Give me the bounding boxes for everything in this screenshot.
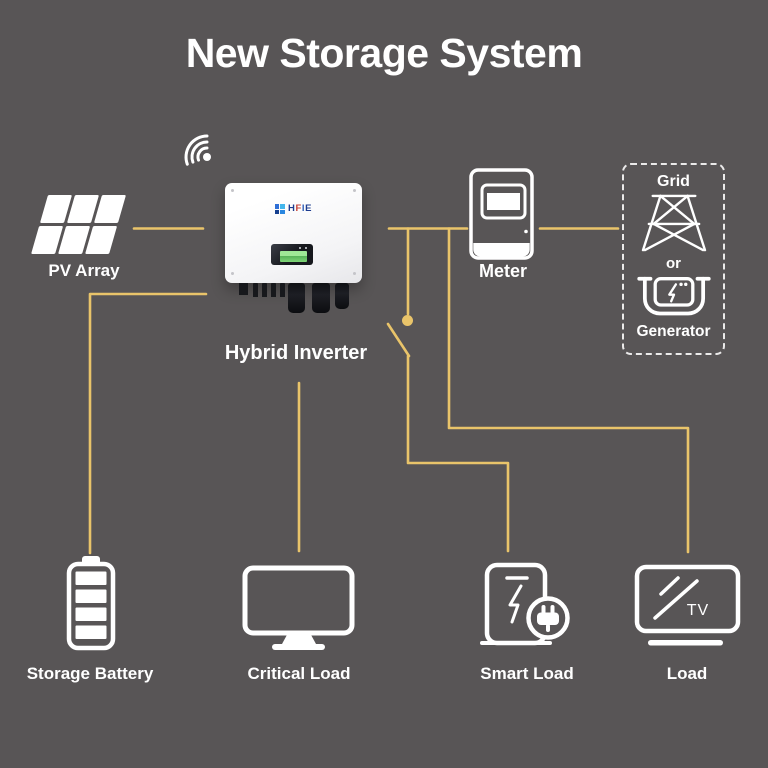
- wire-switch-to-smart-load: [406, 354, 510, 553]
- wire-meter-to-load: [447, 227, 690, 554]
- monitor-icon: [242, 565, 355, 650]
- wire-inverter-to-battery: [88, 292, 208, 555]
- smart-load-icon: [480, 562, 570, 646]
- battery-icon: [66, 556, 116, 651]
- meter-icon: [469, 168, 534, 260]
- inverter-lcd-screen: [280, 251, 307, 262]
- switch-contact-dot: [402, 315, 413, 326]
- inverter-logo-text: HFIE: [287, 203, 313, 214]
- tv-screen-text: TV: [687, 602, 709, 619]
- screw-icon: [353, 189, 356, 192]
- inverter-display: [271, 244, 313, 265]
- grid-label: Grid: [657, 173, 690, 190]
- mc4-cable: [335, 283, 349, 309]
- lightning-bolt-icon: [667, 283, 677, 303]
- grid-generator-box: Grid or Generator: [622, 163, 725, 355]
- plug-icon: [537, 605, 559, 632]
- lightning-bolt-icon: [508, 584, 523, 624]
- pv-array-icon: [31, 195, 126, 254]
- transmission-tower-icon: [641, 194, 706, 252]
- meter-label: Meter: [478, 261, 528, 281]
- inverter-logo: HFIE: [225, 204, 362, 214]
- screw-icon: [353, 272, 356, 275]
- screw-icon: [231, 189, 234, 192]
- pv-array-label: PV Array: [48, 261, 120, 280]
- wifi-icon: [184, 134, 211, 166]
- inverter-logo-mark: [274, 204, 285, 214]
- or-label: or: [666, 255, 681, 272]
- page-title: New Storage System: [185, 30, 583, 76]
- generator-label: Generator: [636, 323, 711, 340]
- switch-blade: [386, 322, 411, 358]
- critical-load-label: Critical Load: [247, 664, 351, 683]
- wiring: [88, 227, 690, 555]
- mc4-cable: [288, 283, 305, 313]
- hybrid-inverter-label: Hybrid Inverter: [224, 342, 368, 364]
- storage-battery-label: Storage Battery: [26, 664, 154, 683]
- mc4-cable: [312, 283, 330, 313]
- hybrid-inverter-device: HFIE: [225, 183, 362, 313]
- tv-icon: TV: [634, 564, 741, 646]
- generator-icon: [636, 276, 711, 316]
- screw-icon: [231, 272, 234, 275]
- load-label: Load: [666, 664, 708, 683]
- smart-load-label: Smart Load: [480, 664, 574, 683]
